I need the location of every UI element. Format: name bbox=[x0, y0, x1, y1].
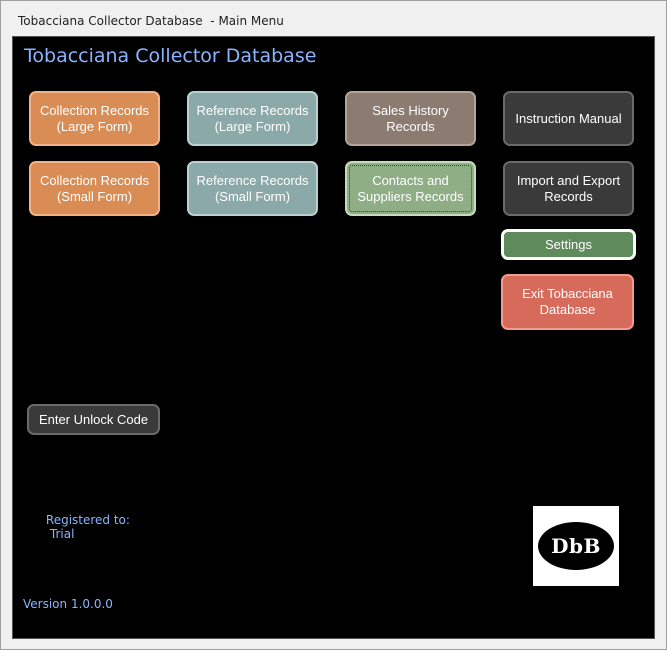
app-title: Tobacciana Collector Database bbox=[24, 45, 317, 67]
registered-to-value: Trial bbox=[49, 527, 75, 541]
reference-records-large-button[interactable]: Reference Records (Large Form) bbox=[187, 91, 318, 146]
exit-database-button[interactable]: Exit Tobacciana Database bbox=[501, 274, 634, 330]
enter-unlock-code-button[interactable]: Enter Unlock Code bbox=[27, 404, 160, 435]
collection-records-small-button[interactable]: Collection Records (Small Form) bbox=[29, 161, 160, 216]
reference-records-small-button[interactable]: Reference Records (Small Form) bbox=[187, 161, 318, 216]
registered-to-label: Registered to: Trial bbox=[23, 499, 130, 555]
window-title: Tobacciana Collector Database - Main Men… bbox=[18, 14, 284, 28]
dbb-logo-oval: DbB bbox=[538, 522, 614, 570]
collection-records-large-button[interactable]: Collection Records (Large Form) bbox=[29, 91, 160, 146]
settings-button[interactable]: Settings bbox=[501, 229, 636, 260]
dbb-logo-text: DbB bbox=[551, 534, 601, 558]
import-export-records-button[interactable]: Import and Export Records bbox=[503, 161, 634, 216]
registered-to-caption: Registered to: bbox=[45, 513, 130, 527]
dbb-logo: DbB bbox=[533, 506, 619, 586]
sales-history-records-button[interactable]: Sales History Records bbox=[345, 91, 476, 146]
version-label: Version 1.0.0.0 bbox=[23, 597, 113, 611]
instruction-manual-button[interactable]: Instruction Manual bbox=[503, 91, 634, 146]
title-bar[interactable]: Tobacciana Collector Database - Main Men… bbox=[1, 1, 666, 35]
contacts-suppliers-records-button[interactable]: Contacts and Suppliers Records bbox=[345, 161, 476, 216]
main-menu-panel: Tobacciana Collector Database Collection… bbox=[12, 36, 655, 639]
